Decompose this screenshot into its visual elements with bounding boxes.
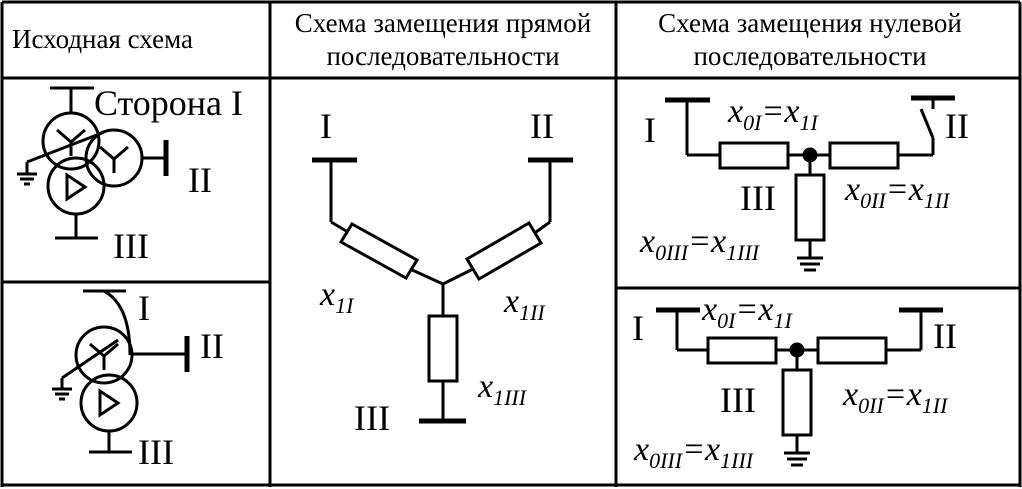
label-II: II — [530, 106, 554, 146]
junction-dot — [789, 342, 805, 358]
label-III: III — [113, 226, 149, 266]
label-x1I: x1I — [319, 276, 355, 318]
transformer-symbol-three-winding — [17, 86, 169, 240]
header-positive-line1: Схема замещения прямой — [295, 8, 591, 38]
label-III: III — [354, 398, 390, 438]
label-x1III: x1III — [477, 368, 528, 410]
junction-dot — [802, 147, 818, 163]
label-II: II — [200, 326, 224, 366]
label-side-one: Сторона I — [94, 83, 243, 123]
label-x1II: x1II — [503, 283, 546, 325]
autotransformer-symbol — [52, 289, 190, 454]
label-x0I-eq-x1I: x0I=x1I — [701, 291, 793, 333]
label-III: III — [138, 432, 174, 472]
label-x0III-eq-x1III: x0III=x1III — [639, 223, 761, 265]
label-I: I — [138, 288, 150, 328]
label-I: I — [632, 308, 644, 348]
label-x0III-eq-x1III: x0III=x1III — [633, 431, 755, 473]
header-positive-line2: последовательности — [326, 41, 559, 71]
label-III: III — [740, 178, 776, 218]
label-III: III — [720, 380, 756, 420]
zero-sequence-scheme-2 — [656, 307, 943, 467]
label-II: II — [933, 316, 957, 356]
header-source-scheme: Исходная схема — [12, 24, 193, 54]
header-zero-line1: Схема замещения нулевой — [658, 8, 962, 38]
label-II: II — [188, 160, 212, 200]
label-II: II — [945, 106, 969, 146]
header-zero-line2: последовательности — [693, 41, 926, 71]
label-I: I — [320, 106, 332, 146]
label-I: I — [644, 110, 656, 150]
label-x0II-eq-x1II: x0II=x1II — [842, 376, 949, 418]
zero-sequence-scheme-1 — [665, 95, 955, 272]
label-x0I-eq-x1I: x0I=x1I — [727, 93, 819, 135]
label-x0II-eq-x1II: x0II=x1II — [844, 171, 951, 213]
positive-sequence-star — [312, 157, 573, 424]
